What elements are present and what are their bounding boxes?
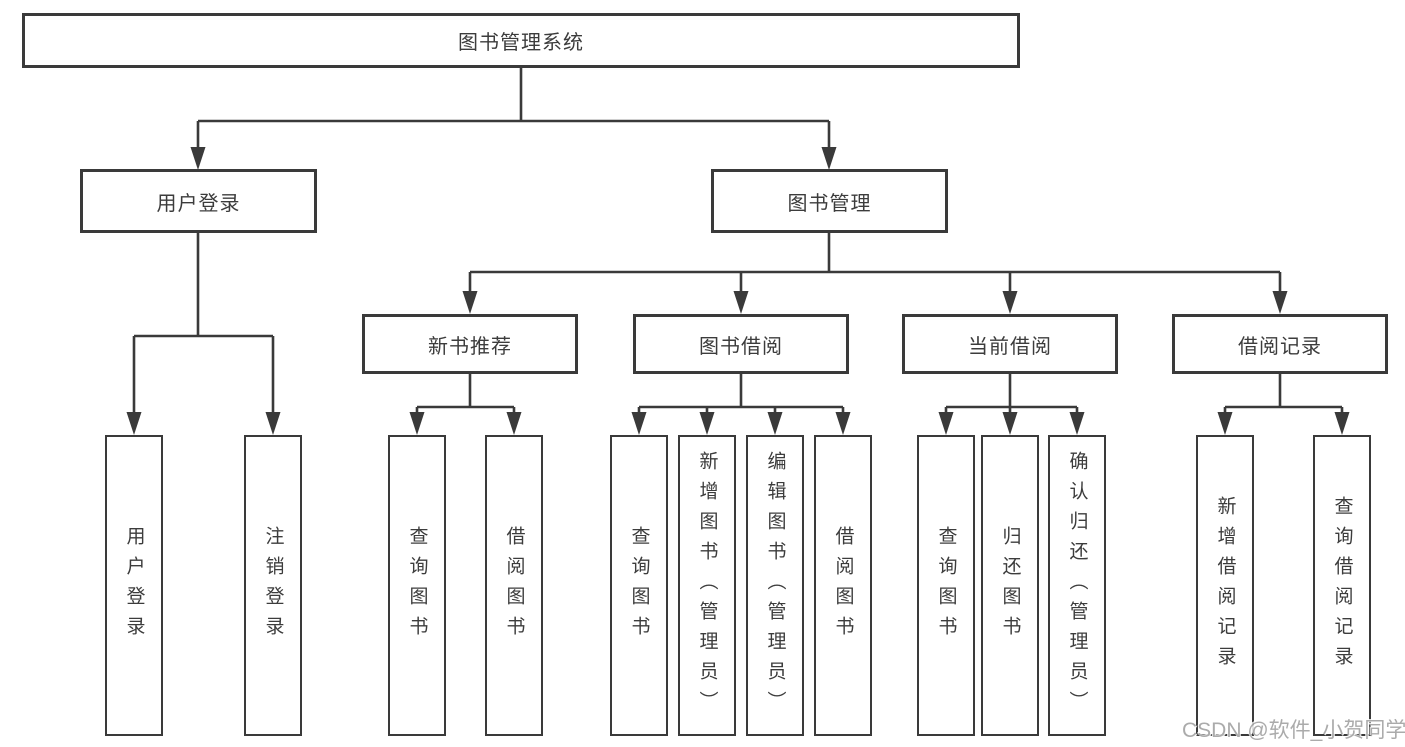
- node-new-book-recommend-label: 新书推荐: [428, 335, 512, 358]
- leaf-query-borrow-record: 查询借阅记录: [1313, 435, 1371, 736]
- leaf-query-books-3: 查询图书: [917, 435, 975, 736]
- arrowhead-leaf-logout: [265, 412, 281, 435]
- leaf-edit-books-admin-label: 编辑图书（管理员）: [764, 450, 786, 721]
- node-book-borrow: 图书借阅: [633, 314, 849, 374]
- connector-borrow-records-children: [1223, 374, 1344, 414]
- node-user-login-label: 用户登录: [156, 192, 241, 215]
- arrowhead-leaf-borrow-books-2: [835, 412, 851, 435]
- arrowhead-leaf-confirm-return: [1069, 412, 1085, 435]
- leaf-query-books-2: 查询图书: [610, 435, 668, 736]
- node-book-borrow-label: 图书借阅: [699, 335, 783, 358]
- arrowhead-leaf-query-books-1: [409, 412, 425, 435]
- arrowhead-leaf-edit-books: [767, 412, 783, 435]
- node-root-label: 图书管理系统: [458, 32, 584, 54]
- leaf-query-borrow-record-label: 查询借阅记录: [1331, 495, 1353, 676]
- leaf-add-books-admin-label: 新增图书（管理员）: [696, 450, 718, 721]
- leaf-query-books-1-label: 查询图书: [406, 525, 428, 646]
- leaf-user-login-label: 用户登录: [123, 525, 145, 646]
- node-book-management: 图书管理: [711, 169, 948, 233]
- connector-book-management-children: [468, 233, 1282, 294]
- connector-new-book-recommend-children: [415, 374, 516, 414]
- leaf-confirm-return-admin-label: 确认归还（管理员）: [1066, 450, 1088, 721]
- node-new-book-recommend: 新书推荐: [362, 314, 578, 374]
- watermark: CSDN @软件_小贺同学: [1182, 719, 1405, 742]
- leaf-query-books-3-label: 查询图书: [935, 525, 957, 646]
- arrowhead-leaf-query-borrow-record: [1334, 412, 1350, 435]
- node-borrow-records-label: 借阅记录: [1238, 335, 1322, 358]
- leaf-confirm-return-admin: 确认归还（管理员）: [1048, 435, 1106, 736]
- leaf-logout: 注销登录: [244, 435, 302, 736]
- arrowhead-leaf-user-login: [126, 412, 142, 435]
- node-borrow-records: 借阅记录: [1172, 314, 1388, 374]
- node-root: 图书管理系统: [22, 13, 1020, 68]
- node-user-login: 用户登录: [80, 169, 317, 233]
- arrowhead-leaf-query-books-2: [631, 412, 647, 435]
- arrowhead-book-management: [821, 147, 837, 170]
- leaf-edit-books-admin: 编辑图书（管理员）: [746, 435, 804, 736]
- arrowhead-leaf-add-borrow-record: [1217, 412, 1233, 435]
- leaf-borrow-books-2-label: 借阅图书: [832, 525, 854, 646]
- connector-user-login-children: [132, 233, 275, 414]
- leaf-query-books-1: 查询图书: [388, 435, 446, 736]
- leaf-return-books-label: 归还图书: [999, 525, 1021, 646]
- arrowhead-user-login: [190, 147, 206, 170]
- arrowhead-new-book-recommend: [462, 291, 478, 314]
- arrowhead-leaf-borrow-books-1: [506, 412, 522, 435]
- leaf-return-books: 归还图书: [981, 435, 1039, 736]
- leaf-logout-label: 注销登录: [262, 525, 284, 646]
- arrowhead-leaf-query-books-3: [938, 412, 954, 435]
- leaf-add-books-admin: 新增图书（管理员）: [678, 435, 736, 736]
- arrowhead-book-borrow: [733, 291, 749, 314]
- leaf-add-borrow-record: 新增借阅记录: [1196, 435, 1254, 736]
- arrowhead-current-borrow: [1002, 291, 1018, 314]
- connector-book-borrow-children: [637, 374, 845, 414]
- leaf-borrow-books-1-label: 借阅图书: [503, 525, 525, 646]
- leaf-borrow-books-2: 借阅图书: [814, 435, 872, 736]
- arrowhead-leaf-return-books: [1002, 412, 1018, 435]
- connector-root-to-level2: [196, 68, 831, 150]
- leaf-add-borrow-record-label: 新增借阅记录: [1214, 495, 1236, 676]
- node-current-borrow: 当前借阅: [902, 314, 1118, 374]
- arrowhead-leaf-add-books: [699, 412, 715, 435]
- arrowhead-borrow-records: [1272, 291, 1288, 314]
- leaf-query-books-2-label: 查询图书: [628, 525, 650, 646]
- leaf-borrow-books-1: 借阅图书: [485, 435, 543, 736]
- connector-current-borrow-children: [944, 374, 1079, 414]
- leaf-user-login: 用户登录: [105, 435, 163, 736]
- node-book-management-label: 图书管理: [787, 192, 872, 215]
- node-current-borrow-label: 当前借阅: [968, 335, 1052, 358]
